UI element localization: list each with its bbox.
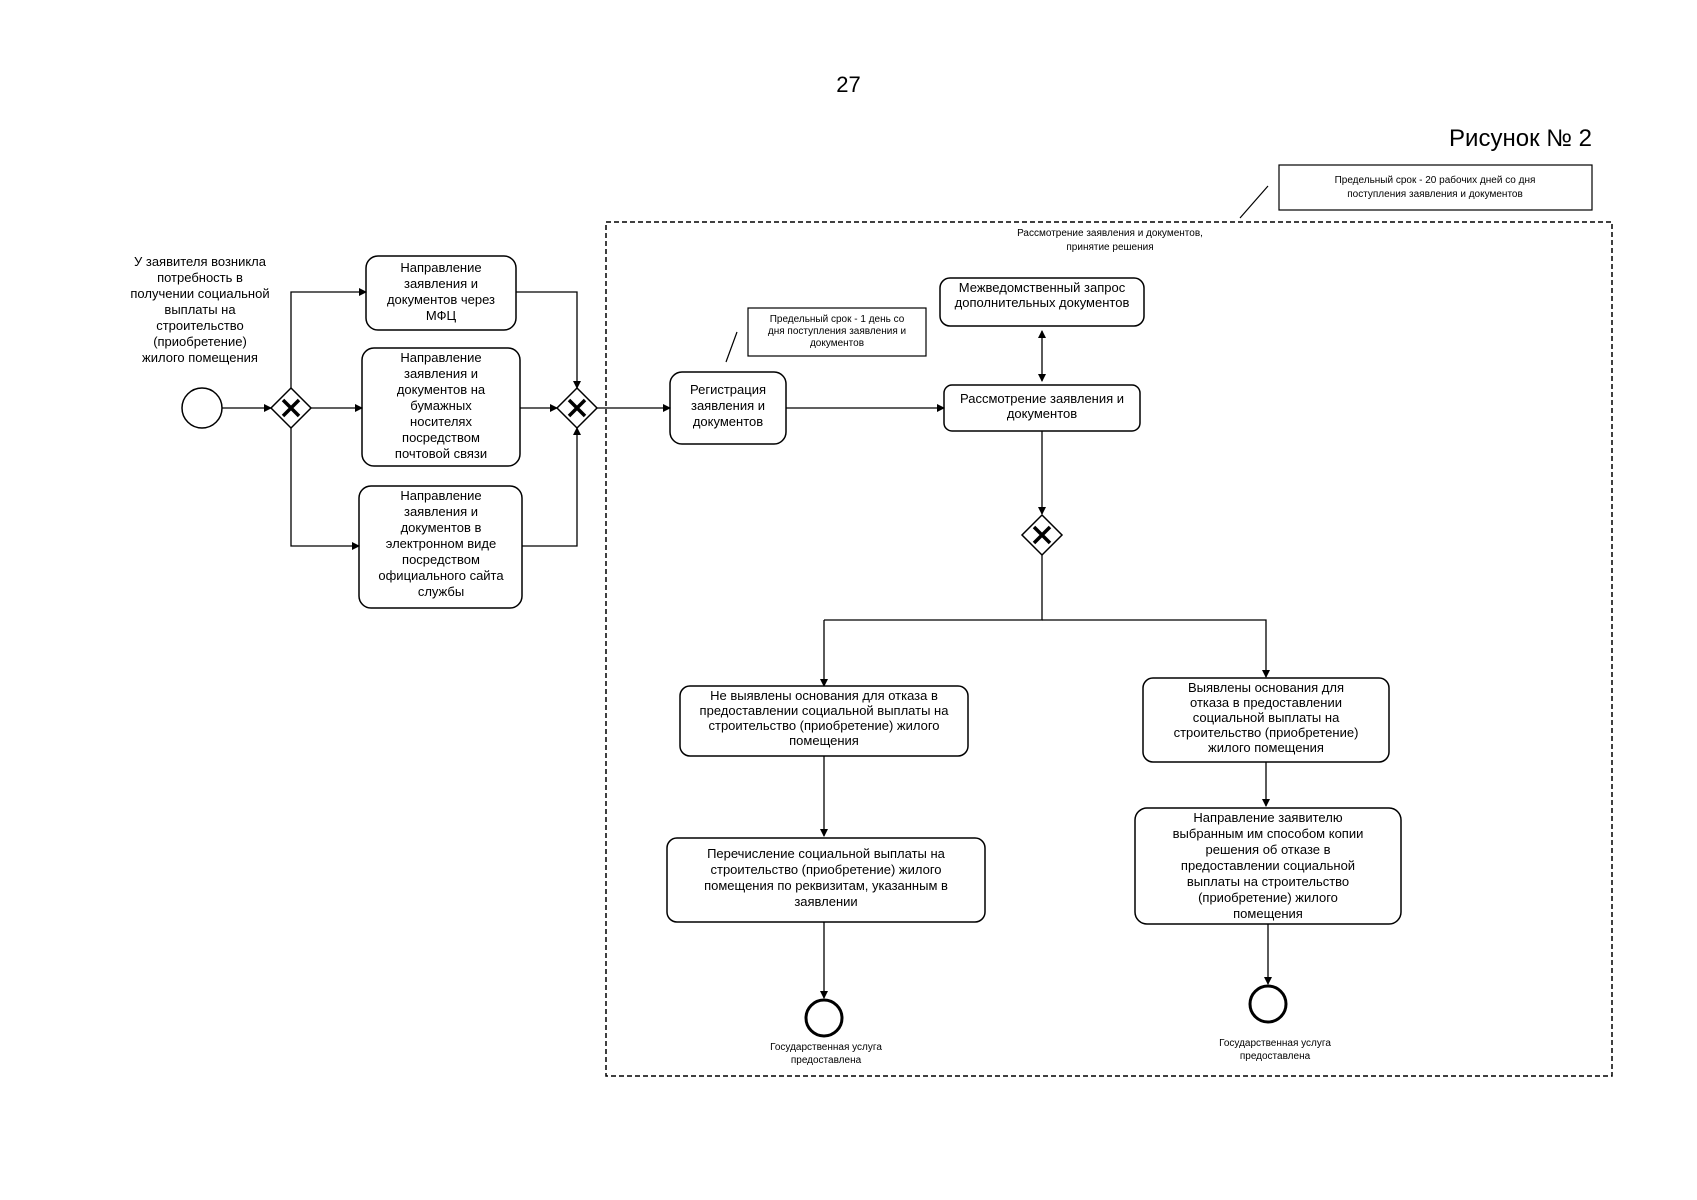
pool-note <box>1278 164 1593 211</box>
register-note <box>747 307 927 357</box>
start-event <box>181 387 223 429</box>
decision-gateway <box>1020 513 1064 557</box>
end-event-right <box>1248 984 1288 1024</box>
task-transfer <box>666 837 986 923</box>
figure-caption: Рисунок № 2 <box>1449 125 1592 152</box>
pool-note-connector <box>1239 185 1269 219</box>
flow-mfc-merge <box>516 291 581 389</box>
page-number: 27 <box>836 72 861 97</box>
register-note-connector <box>725 331 738 363</box>
split-gateway <box>269 386 313 430</box>
flow-split-mfc <box>290 288 367 388</box>
flow-split-electronic <box>290 428 360 550</box>
review-pool <box>605 221 1613 1077</box>
flow-electronic-merge <box>522 427 581 547</box>
flow-decision-branches <box>824 555 1043 621</box>
merge-gateway <box>555 386 599 430</box>
end-event-left <box>804 998 844 1038</box>
pool-label: Рассмотрение заявления и документов,прин… <box>1017 228 1203 253</box>
pool-note-text: Предельный срок - 20 рабочих дней со дня… <box>1335 174 1536 200</box>
flow-decision-grounds <box>1042 619 1270 678</box>
task-interagency-request <box>939 277 1145 327</box>
